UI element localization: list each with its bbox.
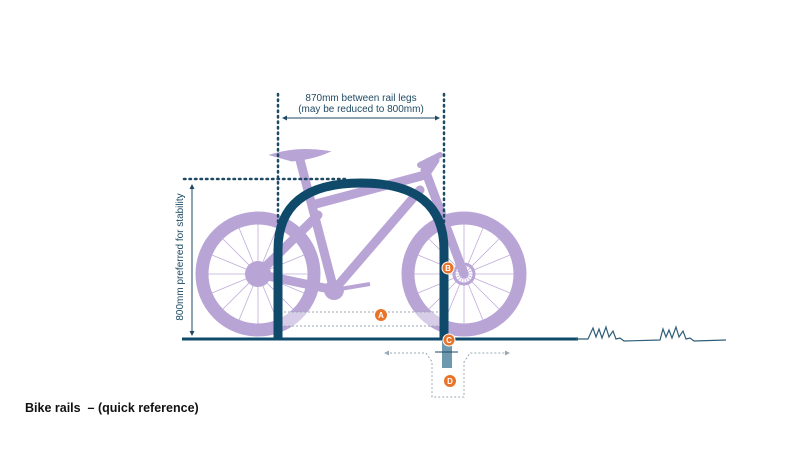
rear-wheel: [195, 211, 321, 337]
bike-rail: [273, 178, 449, 339]
badge-a: A: [375, 309, 387, 321]
width-guides: [276, 92, 446, 240]
svg-text:D: D: [447, 377, 453, 386]
height-guide: [182, 177, 347, 336]
badge-b: B: [441, 261, 455, 275]
svg-text:C: C: [446, 336, 452, 345]
badge-c: C: [442, 333, 456, 347]
zone-a-area: [276, 311, 446, 327]
badge-d: D: [444, 375, 456, 387]
height-label: 800mm preferred for stability: [175, 193, 186, 320]
front-wheel: [401, 211, 527, 337]
footing: [384, 340, 510, 398]
bike-silhouette: [195, 149, 527, 337]
width-label-line1: 870mm between rail legs: [305, 93, 416, 104]
width-label-line2: (may be reduced to 800mm): [298, 104, 424, 115]
diagram-caption: Bike rails – (quick reference): [25, 401, 199, 415]
svg-text:A: A: [378, 311, 384, 320]
ground-grass: [576, 325, 727, 342]
svg-text:B: B: [445, 264, 451, 273]
width-arrow: [282, 115, 440, 121]
